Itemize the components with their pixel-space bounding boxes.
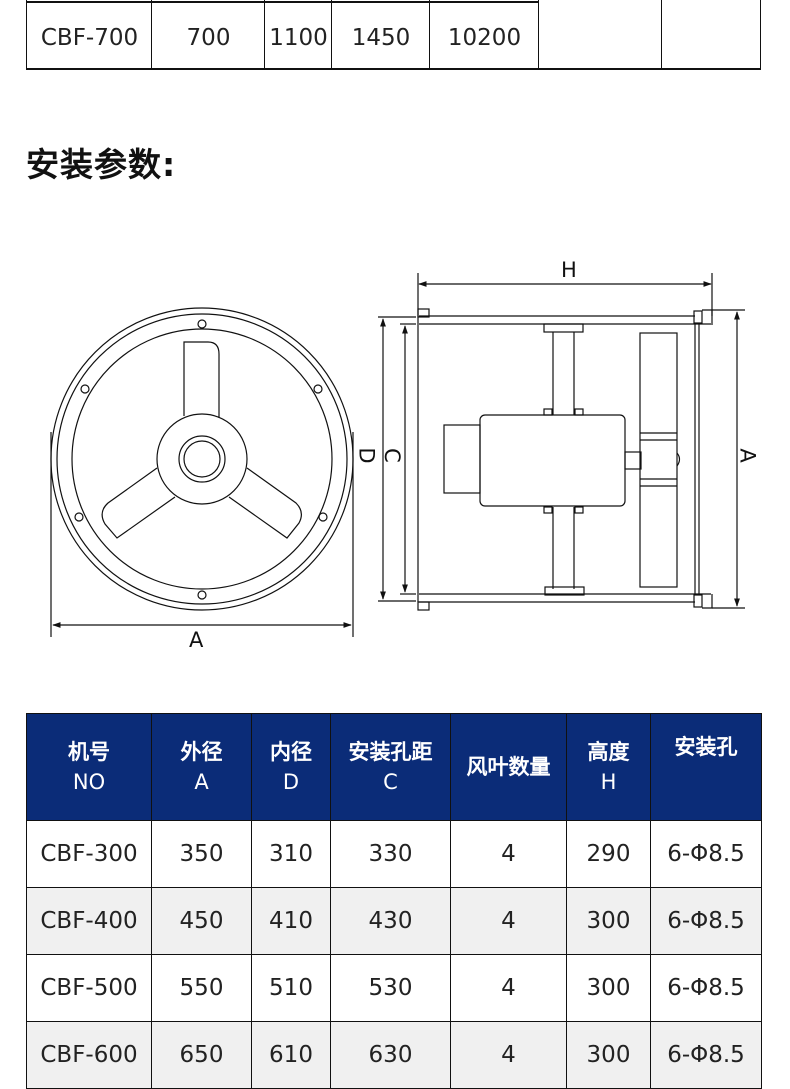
cell-a: 550 bbox=[151, 954, 252, 1022]
cell-holes: 6-Φ8.5 bbox=[650, 1021, 762, 1089]
column-header-hole-spacing: 安装孔距 C bbox=[330, 713, 451, 821]
column-header-blade-count: 风叶数量 bbox=[450, 713, 567, 821]
cell-c: 530 bbox=[330, 954, 451, 1022]
install-params-table: 机号 NO 外径 A 内径 D 安装孔距 C 风叶数量 高度 H 安装孔 CBF-300 … bbox=[26, 713, 762, 1089]
column-header-model: 机号 NO bbox=[26, 713, 152, 821]
cell-d: 510 bbox=[251, 954, 331, 1022]
header-cn: 安装孔距 bbox=[348, 740, 433, 764]
cell-blades: 4 bbox=[450, 954, 567, 1022]
table-cell bbox=[661, 0, 761, 69]
fan-drawing bbox=[50, 273, 745, 637]
table-cell: 1450 bbox=[331, 0, 430, 69]
table-row: CBF-300 350 310 330 4 290 6-Φ8.5 bbox=[26, 820, 762, 888]
table-cell-model: CBF-700 bbox=[26, 0, 152, 69]
cell-blades: 4 bbox=[450, 1021, 567, 1089]
cell-model: CBF-400 bbox=[26, 887, 152, 955]
cell-h: 290 bbox=[566, 820, 651, 888]
cell-d: 410 bbox=[251, 887, 331, 955]
table-border bbox=[26, 1, 538, 3]
installation-diagram: A H D C A bbox=[0, 240, 790, 660]
column-header-outer-diameter: 外径 A bbox=[151, 713, 252, 821]
cell-h: 300 bbox=[566, 887, 651, 955]
dimension-label-a-front: A bbox=[189, 628, 204, 652]
column-header-mount-holes: 安装孔 bbox=[650, 713, 762, 821]
table-border bbox=[759, 0, 761, 70]
cell-model: CBF-600 bbox=[26, 1021, 152, 1089]
header-cn: 外径 bbox=[180, 740, 223, 764]
cell-d: 310 bbox=[251, 820, 331, 888]
cell-c: 630 bbox=[330, 1021, 451, 1089]
cell-blades: 4 bbox=[450, 887, 567, 955]
cell-h: 300 bbox=[566, 954, 651, 1022]
table-cell: 10200 bbox=[429, 0, 539, 69]
header-cn: 安装孔 bbox=[674, 735, 738, 759]
side-view bbox=[378, 273, 745, 611]
cell-a: 350 bbox=[151, 820, 252, 888]
cell-a: 650 bbox=[151, 1021, 252, 1089]
cell-c: 430 bbox=[330, 887, 451, 955]
table-cell: 1100 bbox=[264, 0, 332, 69]
table-border bbox=[26, 68, 761, 70]
header-en: A bbox=[194, 770, 209, 794]
cell-holes: 6-Φ8.5 bbox=[650, 887, 762, 955]
dimension-label-d: D bbox=[354, 447, 379, 464]
table-row: CBF-500 550 510 530 4 300 6-Φ8.5 bbox=[26, 954, 762, 1022]
header-cn: 高度 bbox=[587, 740, 630, 764]
table-cell bbox=[538, 0, 662, 69]
dimension-label-c: C bbox=[379, 448, 404, 463]
cell-h: 300 bbox=[566, 1021, 651, 1089]
section-title-install-params: 安装参数: bbox=[26, 145, 177, 184]
cell-d: 610 bbox=[251, 1021, 331, 1089]
header-cn: 风叶数量 bbox=[466, 755, 551, 779]
column-header-height: 高度 H bbox=[566, 713, 651, 821]
front-view bbox=[50, 307, 354, 637]
table-row: CBF-600 650 610 630 4 300 6-Φ8.5 bbox=[26, 1021, 762, 1089]
header-cn: 内径 bbox=[270, 740, 312, 764]
cell-a: 450 bbox=[151, 887, 252, 955]
header-en: D bbox=[282, 770, 300, 794]
cell-c: 330 bbox=[330, 820, 451, 888]
table-cell: 700 bbox=[151, 0, 265, 69]
table-row: CBF-400 450 410 430 4 300 6-Φ8.5 bbox=[26, 887, 762, 955]
cell-blades: 4 bbox=[450, 820, 567, 888]
cell-holes: 6-Φ8.5 bbox=[650, 954, 762, 1022]
cell-model: CBF-300 bbox=[26, 820, 152, 888]
dimension-label-h: H bbox=[561, 258, 577, 282]
header-cn: 机号 bbox=[68, 740, 110, 764]
cell-model: CBF-500 bbox=[26, 954, 152, 1022]
cell-holes: 6-Φ8.5 bbox=[650, 820, 762, 888]
header-en: NO bbox=[72, 770, 106, 794]
header-en: C bbox=[383, 770, 398, 794]
header-en: H bbox=[600, 770, 617, 794]
previous-spec-table-fragment: CBF-700 700 1100 1450 10200 bbox=[26, 0, 761, 70]
table-header-row: 机号 NO 外径 A 内径 D 安装孔距 C 风叶数量 高度 H 安装孔 bbox=[26, 713, 762, 821]
column-header-inner-diameter: 内径 D bbox=[251, 713, 331, 821]
dimension-label-a-side: A bbox=[735, 448, 760, 463]
